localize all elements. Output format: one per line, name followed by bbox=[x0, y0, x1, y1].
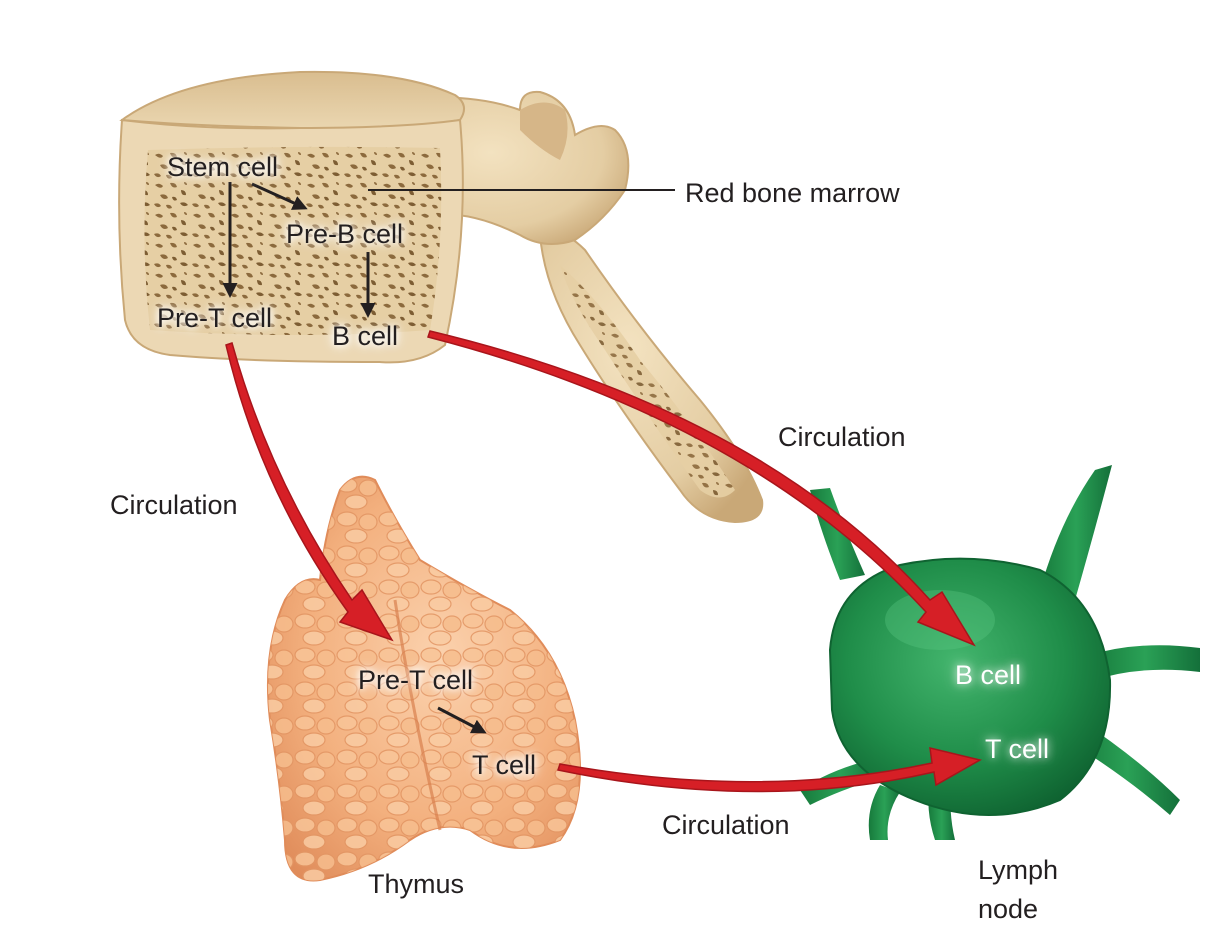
label-stem-cell: Stem cell bbox=[167, 152, 279, 182]
label-circulation-right: Circulation bbox=[778, 422, 906, 452]
label-pre-b-cell-marrow: Pre-B cell bbox=[286, 219, 404, 249]
thymus-illustration bbox=[266, 475, 581, 882]
differentiation-arrows bbox=[222, 182, 487, 734]
label-circulation-left: Circulation bbox=[110, 490, 238, 520]
label-pre-t-cell-thymus: Pre-T cell bbox=[358, 665, 474, 695]
label-b-cell-node: B cell bbox=[955, 660, 1022, 690]
arrow-stem-to-pre-b bbox=[251, 182, 308, 210]
label-circulation-bottom: Circulation bbox=[662, 810, 790, 840]
arrow-pre-t-to-t bbox=[437, 706, 487, 734]
label-red-bone-marrow: Red bone marrow bbox=[685, 178, 900, 208]
label-node: node bbox=[978, 894, 1039, 924]
arrow-marrow-to-node bbox=[427, 330, 976, 647]
arrow-marrow-to-thymus bbox=[225, 342, 394, 642]
vertebra-illustration bbox=[118, 70, 764, 524]
circulation-arrows bbox=[225, 330, 983, 793]
label-lymph: Lymph bbox=[978, 855, 1059, 885]
label-b-cell-marrow: B cell bbox=[332, 321, 399, 351]
label-t-cell-thymus: T cell bbox=[472, 750, 537, 780]
label-t-cell-node: T cell bbox=[985, 734, 1050, 764]
label-thymus: Thymus bbox=[368, 869, 465, 899]
arrow-thymus-to-node bbox=[557, 747, 983, 793]
label-pre-t-cell-marrow: Pre-T cell bbox=[157, 303, 273, 333]
